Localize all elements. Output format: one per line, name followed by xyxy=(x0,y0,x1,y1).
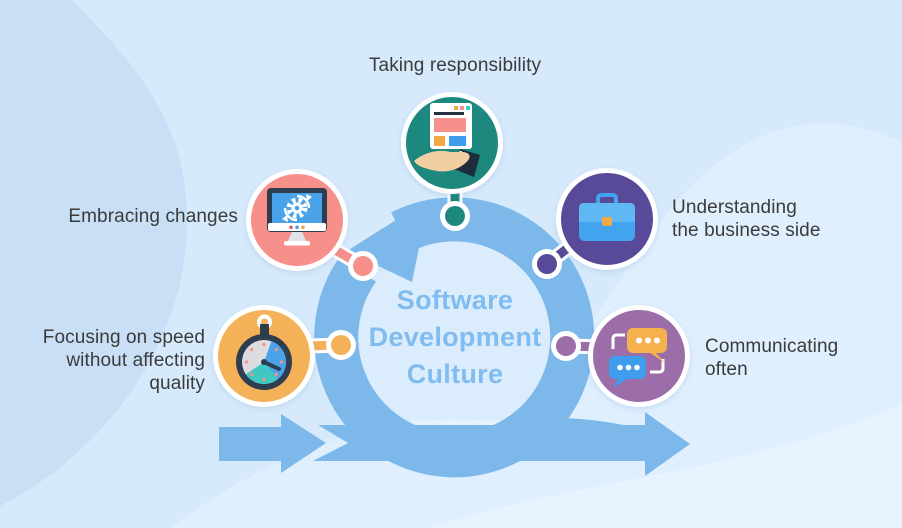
hand-browser-icon xyxy=(414,103,480,177)
right-arrow-icon xyxy=(313,412,690,476)
label-communicating-often: Communicating often xyxy=(705,336,839,381)
background-wave-right xyxy=(170,123,902,528)
label-focusing-speed: Focusing on speed without affecting qual… xyxy=(42,327,205,395)
node-taking-responsibility xyxy=(401,92,503,194)
left-arrow-icon xyxy=(219,414,326,473)
briefcase-icon xyxy=(579,193,635,241)
label-taking-responsibility: Taking responsibility xyxy=(368,55,542,76)
stopwatch-icon xyxy=(236,314,292,390)
node-embracing-changes xyxy=(246,169,348,271)
background-wave-bottom xyxy=(430,404,902,528)
node-focusing-speed xyxy=(213,305,315,407)
node-understanding-business xyxy=(556,168,658,270)
chat-bubbles-icon xyxy=(609,328,667,388)
loop-arrowhead-icon xyxy=(347,199,429,282)
monitor-gear-icon xyxy=(267,188,327,246)
loop-inner-disc xyxy=(359,241,551,433)
label-understanding-business: Understanding the business side xyxy=(672,197,821,242)
label-embracing-changes: Embracing changes xyxy=(68,206,238,227)
node-communicating-often xyxy=(588,305,690,407)
diagram-title: Software Development Culture xyxy=(368,285,542,389)
background-blob-left xyxy=(0,0,188,506)
connector-communicating-often xyxy=(551,331,609,361)
